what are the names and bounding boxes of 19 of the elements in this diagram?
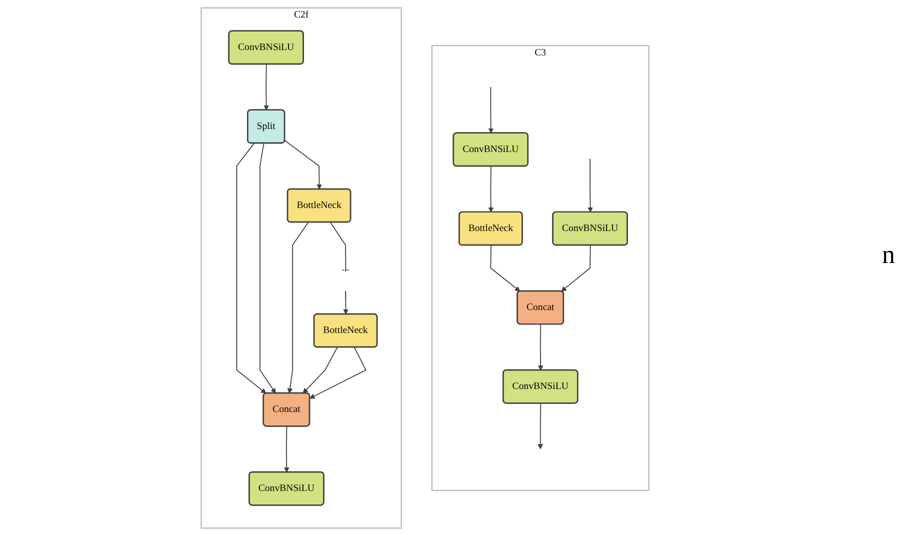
arrow <box>488 86 494 133</box>
arrow <box>343 290 348 314</box>
arrow <box>284 140 322 189</box>
node-text: ... <box>342 262 350 272</box>
arrow <box>236 142 266 394</box>
arrow <box>538 402 544 449</box>
arrow <box>302 346 338 394</box>
arrow <box>259 142 276 394</box>
arrow <box>538 323 544 370</box>
note-label: n <box>882 240 895 270</box>
arrow <box>588 158 593 212</box>
connector <box>330 221 346 272</box>
arrow <box>287 221 309 394</box>
arrow <box>284 425 290 472</box>
arrow <box>490 244 520 292</box>
arrow <box>488 165 494 212</box>
arrow <box>561 244 591 292</box>
arrow <box>310 346 366 398</box>
arrow <box>264 63 269 110</box>
